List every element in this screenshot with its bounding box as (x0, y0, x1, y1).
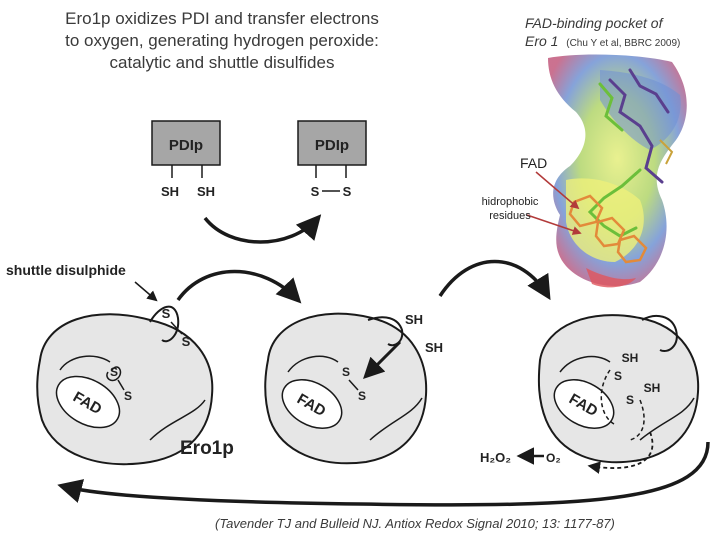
title-line-2: to oxygen, generating hydrogen peroxide: (65, 31, 379, 50)
pdi-label-left: PDIp (169, 137, 203, 154)
active-sulfur-6: S (626, 393, 634, 407)
slide-title: Ero1p oxidizes PDI and transfer electron… (6, 8, 438, 74)
inset-fad-label: FAD (520, 155, 548, 171)
inset-caption-line-1: FAD-binding pocket of (525, 15, 663, 31)
ero1p-state-2: FAD SH SH S S (264, 312, 443, 465)
active-sulfur-2: S (124, 389, 132, 403)
title-line-1: Ero1p oxidizes PDI and transfer electron… (65, 9, 379, 28)
electron-transfer-arrow (363, 340, 402, 379)
pdi-right-sulfur-2: S (343, 184, 352, 199)
title-line-3: catalytic and shuttle disulfides (109, 53, 335, 72)
shuttle-disulphide-label: shuttle disulphide (6, 262, 126, 278)
fad-binding-pocket-image (548, 54, 687, 288)
ero1p-label: Ero1p (180, 438, 234, 459)
pdi-left-thiol-2: SH (197, 184, 215, 199)
fad-pointer-arrow (535, 171, 580, 210)
pdi-box-right (297, 120, 367, 166)
pdi-label-right: PDIp (315, 137, 349, 154)
inset-hydrophobic-label: hidrophobic residues (470, 195, 550, 223)
active-sulfur-1: S (110, 365, 118, 379)
active-thiol-2: SH (644, 381, 661, 395)
citation: (Tavender TJ and Bulleid NJ. Antiox Redo… (215, 516, 615, 531)
active-sulfur-4: S (358, 389, 366, 403)
pdi-oxidized: PDIp S S (297, 120, 367, 199)
regeneration-arrow (57, 441, 710, 507)
pdi-right-sulfur-1: S (311, 184, 320, 199)
step2-arrow (438, 259, 551, 301)
inset-hydrophobic-line-1: hidrophobic (481, 196, 539, 208)
ero1p-state-3: FAD SH SH S S (537, 314, 700, 464)
shuttle-sulfur-1: S (162, 306, 171, 321)
active-sulfur-5: S (614, 369, 622, 383)
inset-caption-line-2: Ero 1 (525, 33, 559, 49)
pdi-oxidation-arrow (203, 214, 322, 244)
oxygen-label: O₂ (546, 451, 561, 465)
hydrophobic-pointer-arrow (526, 214, 582, 235)
ero1p-state-1: FAD S S S S (36, 305, 214, 466)
shuttle-pointer-arrow (134, 281, 158, 302)
pdi-left-thiol-1: SH (161, 184, 179, 199)
shuttle-thiol-1: SH (405, 312, 423, 327)
electron-to-oxygen-arrow (587, 431, 654, 474)
shuttle-thiol-2: SH (425, 340, 443, 355)
inset-hydrophobic-line-2: residues (489, 210, 531, 222)
step1-arrow (176, 269, 302, 304)
inset-caption-ref: (Chu Y et al, BBRC 2009) (566, 38, 681, 49)
inset-caption: FAD-binding pocket of Ero 1 (Chu Y et al… (525, 14, 680, 53)
active-sulfur-3: S (342, 365, 350, 379)
pdi-reduced: PDIp SH SH (151, 120, 221, 199)
pdi-box-left (151, 120, 221, 166)
shuttle-sulfur-2: S (182, 334, 191, 349)
hydrogen-peroxide-label: H₂O₂ (480, 450, 511, 465)
active-thiol-1: SH (622, 351, 639, 365)
